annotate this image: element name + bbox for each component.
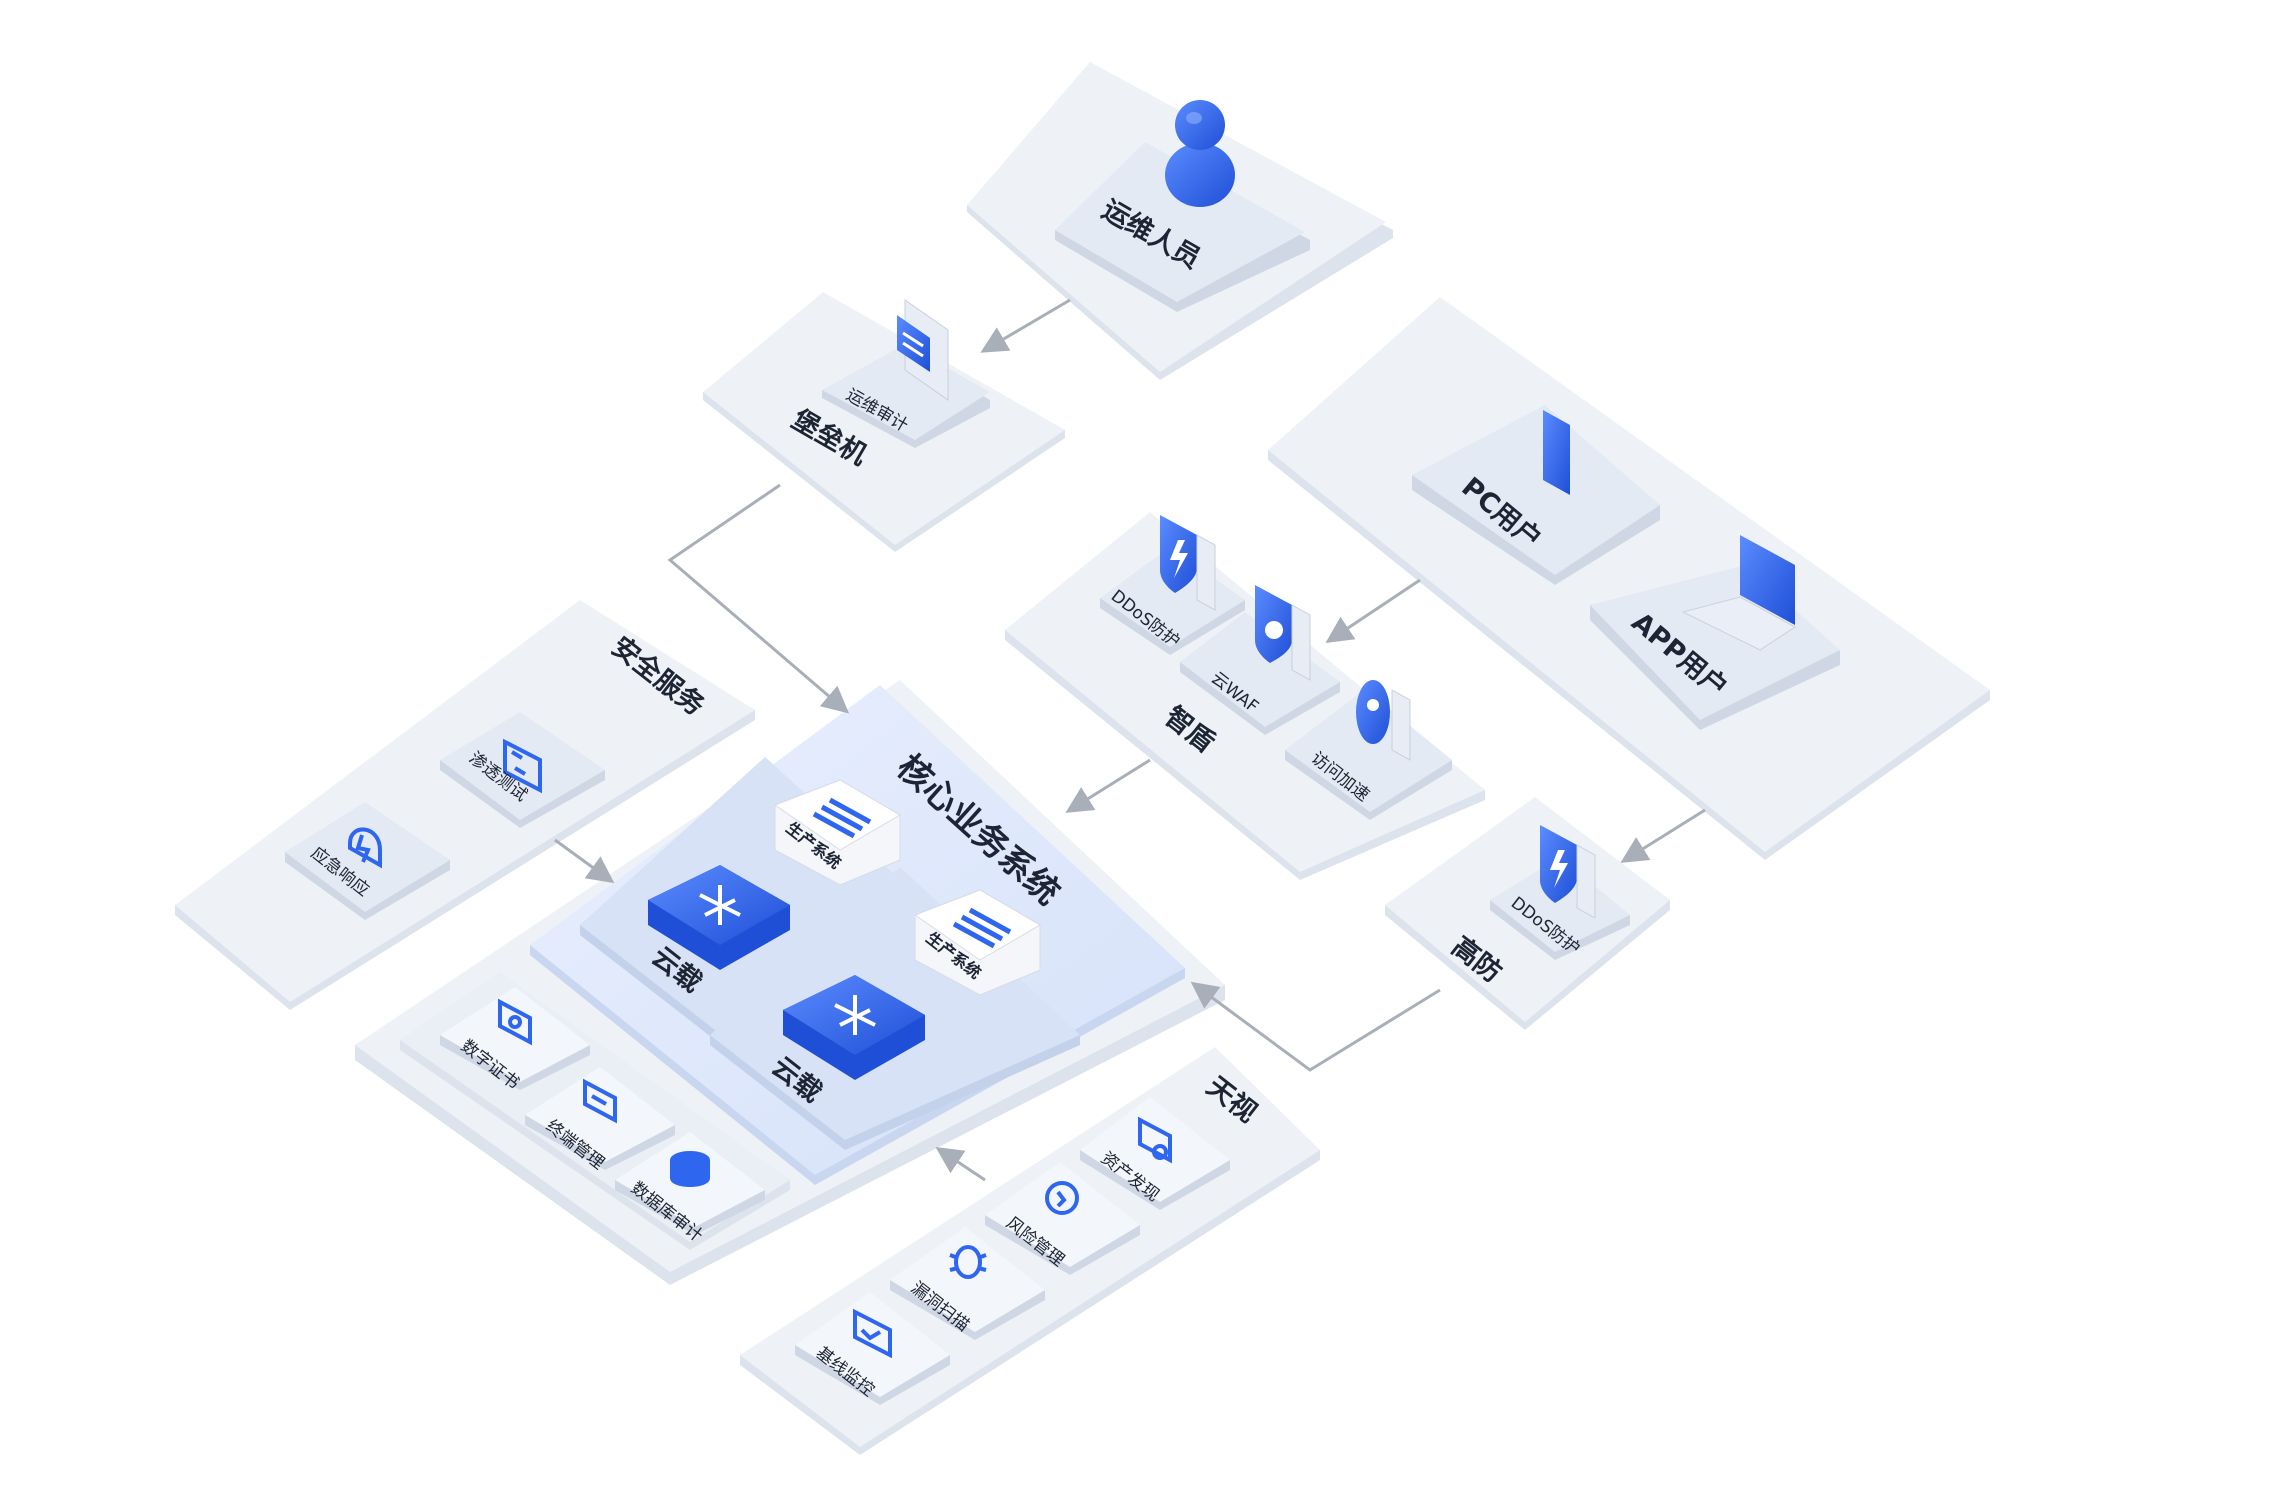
asset-discovery-icon [1138,1116,1172,1164]
laptop-icon [1681,535,1796,651]
audit-clipboard-icon [897,299,949,401]
connector-users-to-zhidun [1325,578,1421,643]
connector-tianshi-to-core [935,1147,986,1182]
yunzai-1-block [648,865,790,970]
ddos-shield-icon [1540,825,1596,919]
waf-shield-icon [1255,585,1311,681]
cloud-waf-tile [1180,612,1340,735]
ops-staff-tile [1055,142,1310,312]
terminal-mgmt-tile [525,1067,675,1170]
phone-icon [1543,410,1570,495]
monitor-icon [853,1308,892,1359]
ddos-shield-icon [1160,515,1216,611]
ops-audit-tile [822,344,990,448]
yunzai-2-block [783,975,925,1080]
prod-system-2-stack [913,889,1041,996]
users-platform [1268,297,1990,860]
prod-system-1-stack [773,779,901,886]
ddos-gaofang-tile [1490,857,1630,960]
security-services-platform [175,600,755,1010]
pentest-icon [503,738,542,794]
connector-services-to-core [554,838,615,884]
certificate-icon [498,998,532,1046]
connector-users-to-gaofang [1620,808,1706,863]
bug-icon [949,1245,987,1279]
person-icon [1165,100,1235,207]
database-icon [670,1151,710,1187]
access-accel-tile [1285,689,1452,820]
pc-user-tile [1412,405,1660,585]
vuln-scan-tile [890,1227,1045,1340]
connector-zhidun-to-core [1065,758,1151,813]
rocket-icon [1356,680,1411,761]
risk-gauge-icon [1045,1181,1079,1215]
connector-bastion-to-core [667,483,850,714]
connector-ops-to-bastion [980,298,1071,353]
connector-gaofang-to-core [1190,981,1441,1072]
terminal-icon [583,1078,617,1124]
emergency-icon [348,827,382,869]
